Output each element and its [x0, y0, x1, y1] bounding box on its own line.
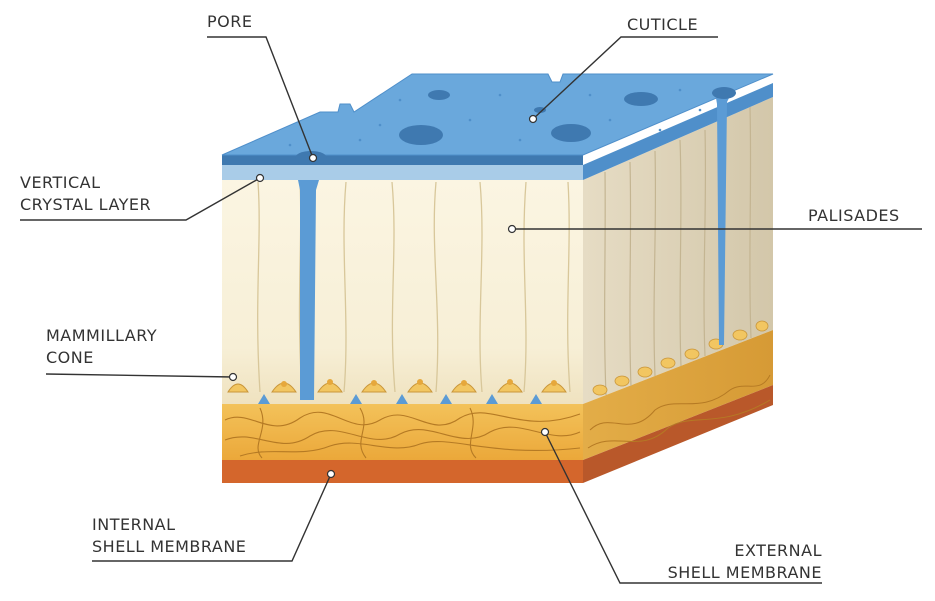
leader-pore	[207, 36, 314, 159]
leader-cuticle	[532, 36, 718, 120]
label-mammillary-cone-line2: CONE	[46, 348, 94, 367]
label-cuticle: CUTICLE	[627, 15, 699, 34]
label-vertical-crystal-layer: VERTICAL CRYSTAL LAYER	[20, 172, 151, 216]
cuticle-speckles	[288, 88, 702, 147]
label-pore: PORE	[207, 12, 253, 31]
pore-channel	[296, 170, 322, 400]
label-internal-shell-membrane-line1: INTERNAL	[92, 515, 176, 534]
label-internal-shell-membrane: INTERNAL SHELL MEMBRANE	[92, 514, 246, 558]
label-external-shell-membrane-line2: SHELL MEMBRANE	[667, 563, 822, 582]
label-external-shell-membrane-line1: EXTERNAL	[734, 541, 822, 560]
vertical-crystal-layer-band	[222, 165, 583, 180]
membrane-fibers	[224, 407, 581, 459]
mammillary-gaps	[258, 394, 542, 404]
side-membrane-fibers	[587, 374, 771, 449]
cuticle-front-edge	[222, 155, 583, 165]
side-internal-membrane	[583, 385, 773, 483]
label-mammillary-cone: MAMMILLARY CONE	[46, 325, 157, 369]
label-internal-shell-membrane-line2: SHELL MEMBRANE	[92, 537, 247, 556]
leader-internal-shell-membrane	[92, 473, 332, 562]
label-mammillary-cone-line1: MAMMILLARY	[46, 326, 158, 345]
front-palisade-layer	[222, 180, 583, 404]
leader-dots	[228, 114, 550, 479]
label-vertical-crystal-layer-line2: CRYSTAL LAYER	[20, 195, 152, 214]
label-vertical-crystal-layer-line1: VERTICAL	[20, 173, 101, 192]
cuticle-pores	[295, 87, 736, 165]
side-pore-channel	[716, 92, 732, 345]
mammillary-cone-knots	[281, 379, 557, 387]
side-external-membrane	[583, 330, 773, 460]
label-external-shell-membrane: EXTERNAL SHELL MEMBRANE	[668, 540, 822, 584]
leader-lines	[20, 36, 922, 584]
leader-external-shell-membrane	[544, 431, 822, 584]
label-palisades: PALISADES	[808, 206, 900, 225]
internal-shell-membrane-layer	[222, 460, 583, 483]
side-mammillary-cones	[592, 320, 769, 396]
leader-vertical-crystal-layer	[20, 177, 261, 221]
leader-mammillary-cone	[45, 373, 234, 378]
side-palisade-lines	[604, 106, 752, 396]
